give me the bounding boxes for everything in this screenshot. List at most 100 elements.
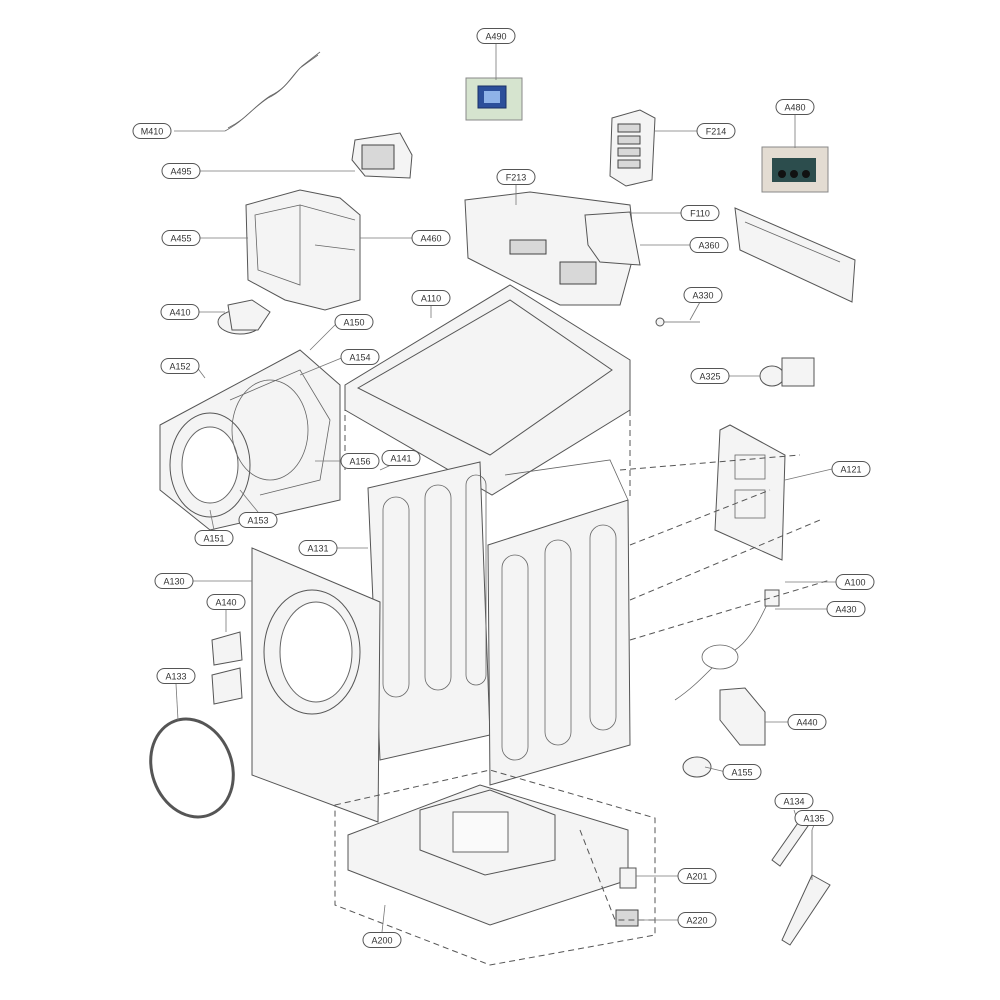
pump-motor-part xyxy=(217,299,271,335)
svg-text:A153: A153 xyxy=(247,516,268,526)
callout-A330: A330 xyxy=(683,287,723,303)
svg-text:A140: A140 xyxy=(215,598,236,608)
svg-text:A430: A430 xyxy=(835,605,856,615)
svg-text:A110: A110 xyxy=(421,294,441,304)
callout-A460: A460 xyxy=(411,230,451,246)
callout-A480: A480 xyxy=(775,99,815,115)
button-strip-part xyxy=(609,109,656,187)
svg-text:A480: A480 xyxy=(784,103,805,113)
rear-panel-part xyxy=(714,424,786,561)
svg-text:F214: F214 xyxy=(706,127,727,137)
leader-lines xyxy=(174,44,836,933)
callout-A135: A135 xyxy=(794,810,834,826)
svg-text:A130: A130 xyxy=(163,577,184,587)
callout-F214: F214 xyxy=(696,123,736,139)
callout-A410: A410 xyxy=(160,304,200,320)
callout-A150: A150 xyxy=(334,314,374,330)
callout-A100: A100 xyxy=(835,574,875,590)
callout-A201: A201 xyxy=(677,868,717,884)
foot-bracket-part xyxy=(619,867,637,889)
svg-text:A330: A330 xyxy=(692,291,713,301)
svg-text:A150: A150 xyxy=(343,318,364,328)
leveling-foot-part xyxy=(615,909,639,927)
cabinet-right-panel xyxy=(487,459,631,786)
callout-A220: A220 xyxy=(677,912,717,928)
door-hinge-part xyxy=(211,631,243,705)
door-gasket-ring xyxy=(149,717,235,819)
svg-text:A360: A360 xyxy=(698,241,719,251)
water-valve-part xyxy=(759,357,815,387)
damper-part xyxy=(771,819,809,867)
assembly-guide-lines xyxy=(344,360,831,921)
svg-text:A135: A135 xyxy=(803,814,824,824)
front-panel-part xyxy=(251,547,381,823)
dispenser-part xyxy=(584,211,641,266)
pcb-assembly-part xyxy=(245,189,361,311)
callout-A151: A151 xyxy=(194,530,234,546)
callout-A200: A200 xyxy=(362,932,402,948)
svg-text:A200: A200 xyxy=(371,936,392,946)
display-board-photo xyxy=(761,146,829,193)
control-board-photo xyxy=(465,77,523,121)
callout-M410: M410 xyxy=(132,123,172,139)
svg-text:F110: F110 xyxy=(690,209,710,219)
callout-A133: A133 xyxy=(156,668,196,684)
callout-F213: F213 xyxy=(496,169,536,185)
cabinet-left-panel xyxy=(367,461,491,761)
svg-text:A490: A490 xyxy=(485,32,506,42)
svg-text:A410: A410 xyxy=(169,308,190,318)
svg-text:A440: A440 xyxy=(796,718,817,728)
svg-text:A141: A141 xyxy=(390,454,411,464)
callout-A134: A134 xyxy=(774,793,814,809)
callout-A430: A430 xyxy=(826,601,866,617)
svg-text:A100: A100 xyxy=(844,578,865,588)
callout-A152: A152 xyxy=(160,358,200,374)
callout-A130: A130 xyxy=(154,573,194,589)
callout-A121: A121 xyxy=(831,461,871,477)
svg-text:A325: A325 xyxy=(699,372,720,382)
svg-text:A156: A156 xyxy=(349,457,370,467)
svg-text:A121: A121 xyxy=(840,465,861,475)
svg-text:A131: A131 xyxy=(307,544,328,554)
callout-F110: F110 xyxy=(680,205,720,221)
wire-harness-part xyxy=(224,51,321,132)
callout-A131: A131 xyxy=(298,540,338,556)
svg-text:F213: F213 xyxy=(506,173,527,183)
svg-text:A155: A155 xyxy=(731,768,752,778)
callout-A495: A495 xyxy=(161,163,201,179)
callout-A440: A440 xyxy=(787,714,827,730)
callout-A360: A360 xyxy=(689,237,729,253)
svg-text:A201: A201 xyxy=(686,872,707,882)
callout-A455: A455 xyxy=(161,230,201,246)
callout-A110: A110 xyxy=(411,290,451,306)
svg-text:A455: A455 xyxy=(170,234,191,244)
filter-cap-part xyxy=(682,756,712,778)
svg-text:A220: A220 xyxy=(686,916,707,926)
drain-pump-part xyxy=(719,687,766,746)
svg-text:A134: A134 xyxy=(783,797,804,807)
power-cord-part xyxy=(674,589,780,701)
svg-text:A495: A495 xyxy=(170,167,191,177)
rear-bracket-part xyxy=(734,207,856,303)
shock-absorber-part xyxy=(781,830,831,946)
callout-A141: A141 xyxy=(381,450,421,466)
inlet-valve-part xyxy=(655,317,700,327)
svg-text:A133: A133 xyxy=(165,672,186,682)
svg-text:A152: A152 xyxy=(169,362,190,372)
tub-assembly-part xyxy=(159,349,341,531)
callout-A490: A490 xyxy=(476,28,516,44)
svg-text:M410: M410 xyxy=(141,127,164,137)
callout-A155: A155 xyxy=(722,764,762,780)
callout-A154: A154 xyxy=(340,349,380,365)
callout-A325: A325 xyxy=(690,368,730,384)
callout-A153: A153 xyxy=(238,512,278,528)
svg-text:A154: A154 xyxy=(349,353,370,363)
svg-text:A151: A151 xyxy=(203,534,224,544)
display-housing-part xyxy=(351,132,413,179)
svg-text:A460: A460 xyxy=(420,234,441,244)
top-plate-part xyxy=(344,284,631,496)
base-frame-part xyxy=(334,769,656,966)
callout-A156: A156 xyxy=(340,453,380,469)
callout-A140: A140 xyxy=(206,594,246,610)
